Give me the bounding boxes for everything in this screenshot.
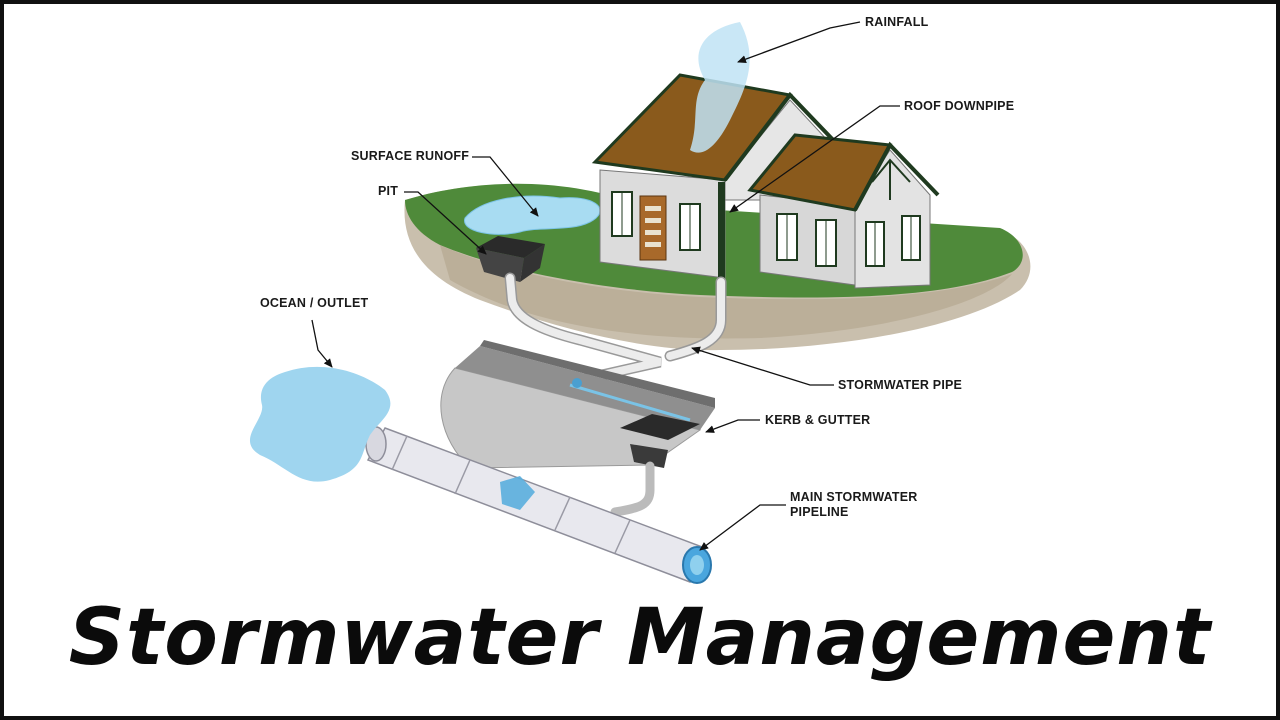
pit-label: PIT xyxy=(378,184,398,198)
rainfall-water xyxy=(690,22,750,153)
kerb-gutter-label: KERB & GUTTER xyxy=(765,413,870,427)
main-pipeline-label-line1: MAIN STORMWATER xyxy=(790,490,918,504)
main-pipeline-leader xyxy=(699,504,786,551)
roof-downpipe-label: ROOF DOWNPIPE xyxy=(904,99,1014,113)
stormwater-pipe-label: STORMWATER PIPE xyxy=(838,378,962,392)
pit-leader xyxy=(404,191,487,255)
surface-runoff-label: SURFACE RUNOFF xyxy=(351,149,469,163)
ocean-outlet-leader xyxy=(311,319,333,368)
kerb-gutter-leader xyxy=(705,419,760,433)
connector-pipe xyxy=(610,461,655,517)
page-title: Stormwater Management xyxy=(68,593,1212,683)
road-kerb xyxy=(440,340,715,469)
surface-runoff-leader xyxy=(472,156,539,217)
stormwater-pipe xyxy=(504,272,727,386)
rainfall-leader xyxy=(737,21,861,63)
main-pipeline-label-line2: PIPELINE xyxy=(790,505,849,519)
ocean-outlet-water xyxy=(249,366,391,482)
rainfall-label: RAINFALL xyxy=(865,15,929,29)
ocean-outlet-label: OCEAN / OUTLET xyxy=(260,296,369,310)
roof-downpipe-leader xyxy=(729,105,900,213)
stormwater-pipe-leader xyxy=(691,346,834,386)
kerb-pit xyxy=(620,414,700,468)
house xyxy=(591,73,940,289)
